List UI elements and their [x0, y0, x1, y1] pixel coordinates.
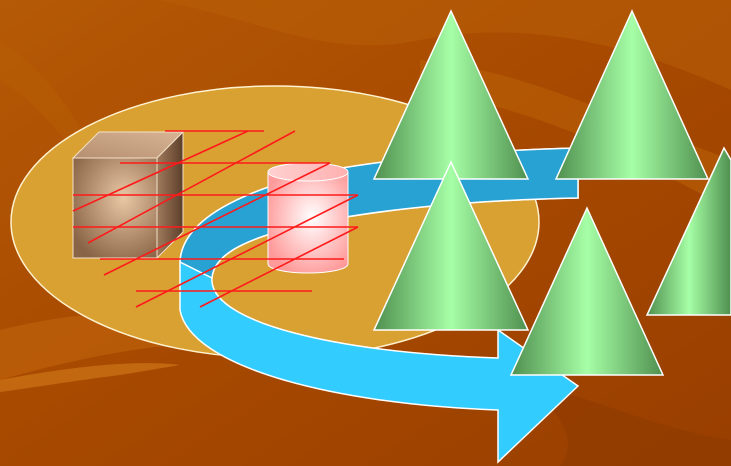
- cone-icon: [509, 206, 665, 376]
- hatch-lines-icon: [72, 130, 359, 308]
- cone-icon: [372, 160, 530, 331]
- cones: [372, 9, 731, 376]
- cone-icon: [645, 146, 731, 316]
- cone-icon: [554, 9, 710, 180]
- cylinder-icon: [267, 162, 349, 274]
